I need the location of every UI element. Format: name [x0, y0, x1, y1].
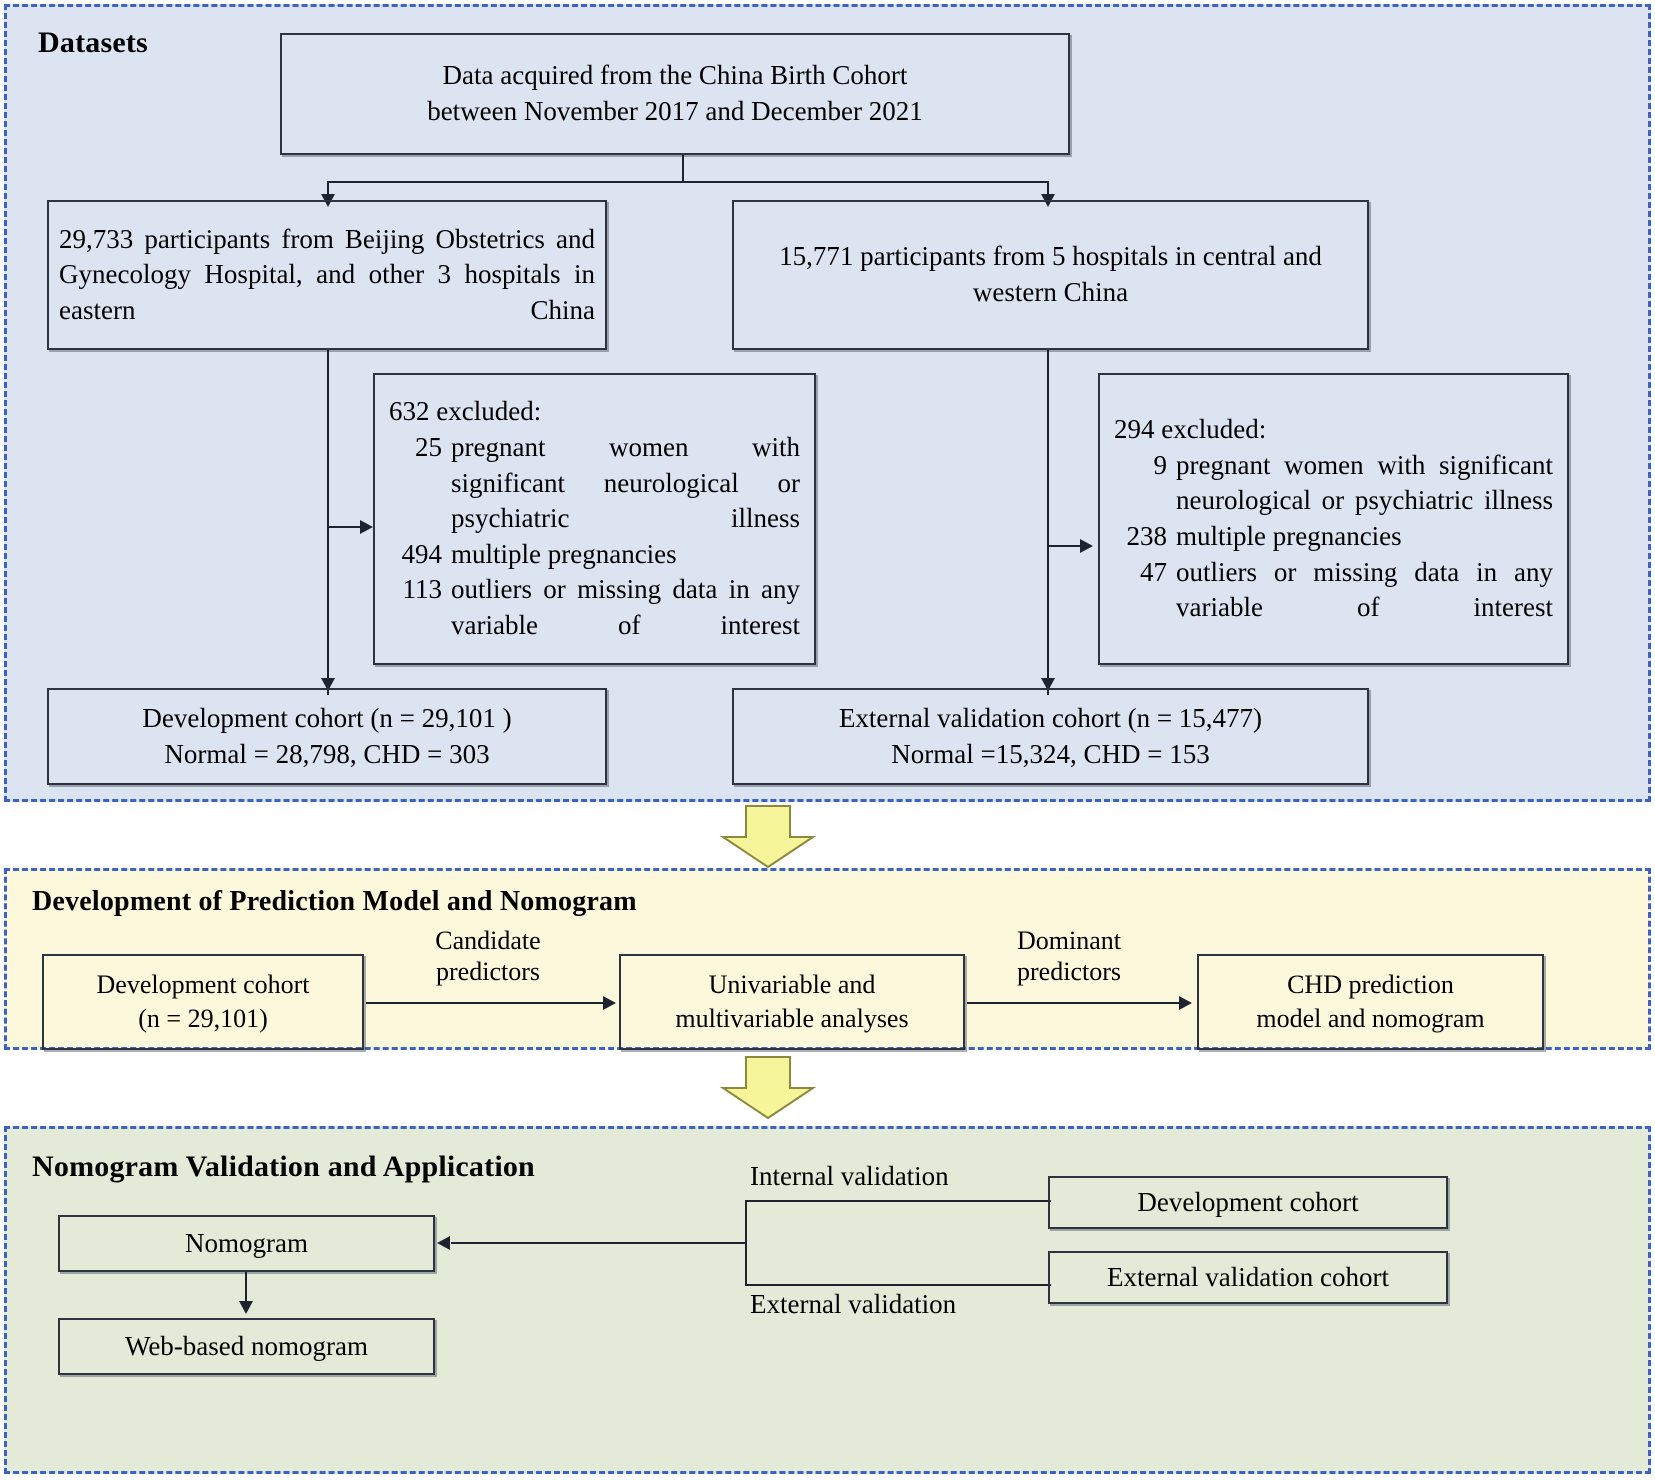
excluded-item: 238 multiple pregnancies: [1114, 519, 1553, 555]
excluded-item: 25 pregnant women with significant neuro…: [389, 430, 800, 537]
box-development-cohort-line2: Normal = 28,798, CHD = 303: [164, 738, 490, 769]
excluded-item-count: 494: [401, 538, 443, 569]
connector-validation-to-nomogram: [451, 1242, 746, 1244]
excluded-item-text: pregnant women with significant neurolog…: [1176, 449, 1553, 516]
connector-left-to-excluded: [327, 526, 363, 528]
arrowhead-left-to-excluded: [360, 520, 373, 534]
connector-source-split: [327, 181, 1049, 183]
arrowhead-dev-box2-to-box3: [1179, 996, 1192, 1010]
box-data-source-line2: between November 2017 and December 2021: [427, 96, 923, 126]
box-dev-cohort-validation: Development cohort: [1048, 1176, 1448, 1229]
box-ext-cohort-validation-text: External validation cohort: [1107, 1261, 1389, 1292]
block-arrow-datasets-to-development: [718, 805, 818, 869]
box-right-cohort-text: 15,771 participants from 5 hospitals in …: [779, 241, 1322, 307]
excluded-item: 494 multiple pregnancies: [389, 537, 800, 573]
box-external-validation-line2: Normal =15,324, CHD = 153: [891, 738, 1210, 769]
box-nomogram: Nomogram: [58, 1215, 435, 1272]
connector-nomogram-to-web: [245, 1272, 247, 1303]
box-ext-cohort-validation: External validation cohort: [1048, 1251, 1448, 1304]
block-arrow-down-icon: [719, 1056, 817, 1120]
excluded-item-text: multiple pregnancies: [1176, 521, 1402, 551]
label-dominant-predictors-line1: Dominant: [1017, 926, 1121, 955]
excluded-item: 47 outliers or missing data in any varia…: [1114, 555, 1553, 626]
box-right-excluded: 294 excluded: 9 pregnant women with sign…: [1098, 373, 1569, 665]
box-left-excluded: 632 excluded: 25 pregnant women with sig…: [373, 373, 816, 665]
connector-source-to-left: [327, 181, 329, 198]
box-external-validation-line1: External validation cohort (n = 15,477): [838, 702, 1263, 733]
label-candidate-predictors-line1: Candidate: [435, 926, 541, 955]
excluded-item-count: 9: [1153, 449, 1168, 480]
arrowhead-left-spine-to-result: [321, 678, 335, 691]
box-chd-prediction-line1: CHD prediction: [1287, 969, 1454, 999]
box-univariable-multivariable: Univariable and multivariable analyses: [619, 954, 965, 1050]
box-chd-prediction-model: CHD prediction model and nomogram: [1197, 954, 1544, 1050]
box-nomogram-text: Nomogram: [185, 1227, 308, 1258]
arrowhead-right-to-excluded: [1080, 539, 1093, 553]
connector-validation-bracket: [745, 1200, 747, 1286]
connector-source-to-right: [1047, 181, 1049, 198]
connector-bracket-to-dev-cohort: [745, 1200, 1051, 1202]
box-right-excluded-header: 294 excluded:: [1114, 414, 1267, 445]
box-left-excluded-header: 632 excluded:: [389, 396, 542, 427]
label-candidate-predictors-line2: predictors: [436, 957, 540, 987]
connector-dev-box1-to-box2: [366, 1002, 606, 1004]
arrowhead-nomogram-to-web: [239, 1301, 253, 1314]
excluded-item-text: pregnant women with significant neurolog…: [451, 431, 800, 534]
box-univariable-line2: multivariable analyses: [675, 1004, 909, 1033]
label-candidate-predictors: Candidate predictors: [404, 925, 572, 987]
connector-right-spine: [1047, 350, 1049, 695]
label-internal-validation: Internal validation: [750, 1161, 949, 1191]
panel-development: [4, 868, 1651, 1050]
box-left-cohort: 29,733 participants from Beijing Obstetr…: [47, 200, 607, 350]
arrowhead-validation-to-nomogram: [437, 1236, 450, 1250]
panel-development-title: Development of Prediction Model and Nomo…: [32, 886, 637, 917]
panel-datasets: [4, 4, 1651, 802]
panel-datasets-title: Datasets: [38, 26, 148, 59]
connector-source-stem: [682, 155, 684, 183]
box-data-source: Data acquired from the China Birth Cohor…: [280, 33, 1070, 155]
connector-bracket-to-ext-cohort: [745, 1284, 1051, 1286]
box-web-based-nomogram: Web-based nomogram: [58, 1318, 435, 1375]
excluded-item-count: 113: [402, 574, 443, 605]
excluded-item-text: multiple pregnancies: [451, 538, 677, 569]
box-development-cohort-input-line1: Development cohort: [96, 969, 310, 999]
label-dominant-predictors: Dominant predictors: [993, 925, 1145, 987]
box-dev-cohort-validation-text: Development cohort: [1137, 1186, 1359, 1217]
excluded-item-count: 238: [1126, 521, 1168, 551]
label-external-validation: External validation: [750, 1289, 957, 1319]
connector-left-spine: [327, 350, 329, 695]
connector-dev-box2-to-box3: [967, 1002, 1182, 1004]
box-data-source-line1: Data acquired from the China Birth Cohor…: [442, 60, 908, 91]
label-dominant-predictors-line2: predictors: [1017, 957, 1121, 987]
excluded-item-text: outliers or missing data in any variable…: [451, 574, 800, 641]
block-arrow-development-to-validation: [718, 1056, 818, 1120]
connector-right-to-excluded: [1047, 545, 1083, 547]
box-right-cohort: 15,771 participants from 5 hospitals in …: [732, 200, 1369, 350]
box-development-cohort-line1: Development cohort (n = 29,101 ): [142, 702, 512, 733]
excluded-item: 9 pregnant women with significant neurol…: [1114, 448, 1554, 519]
panel-validation-title: Nomogram Validation and Application: [32, 1150, 535, 1183]
box-left-cohort-text: 29,733 participants from Beijing Obstetr…: [59, 223, 595, 325]
block-arrow-down-icon: [719, 805, 817, 869]
excluded-item-count: 47: [1140, 556, 1167, 587]
excluded-item-text: outliers or missing data in any variable…: [1176, 556, 1553, 623]
box-development-cohort-result: Development cohort (n = 29,101 ) Normal …: [47, 688, 607, 785]
box-development-cohort-input-line2: (n = 29,101): [138, 1004, 268, 1033]
box-univariable-line1: Univariable and: [708, 969, 876, 999]
arrowhead-right-spine-to-result: [1041, 678, 1055, 691]
box-external-validation-result: External validation cohort (n = 15,477) …: [732, 688, 1369, 785]
box-development-cohort-input: Development cohort (n = 29,101): [42, 954, 364, 1050]
panel-validation: [4, 1126, 1651, 1474]
excluded-item-count: 25: [415, 431, 442, 462]
arrowhead-dev-box1-to-box2: [603, 996, 616, 1010]
box-chd-prediction-line2: model and nomogram: [1256, 1004, 1485, 1033]
box-web-based-nomogram-text: Web-based nomogram: [125, 1330, 368, 1361]
excluded-item: 113 outliers or missing data in any vari…: [389, 572, 801, 643]
